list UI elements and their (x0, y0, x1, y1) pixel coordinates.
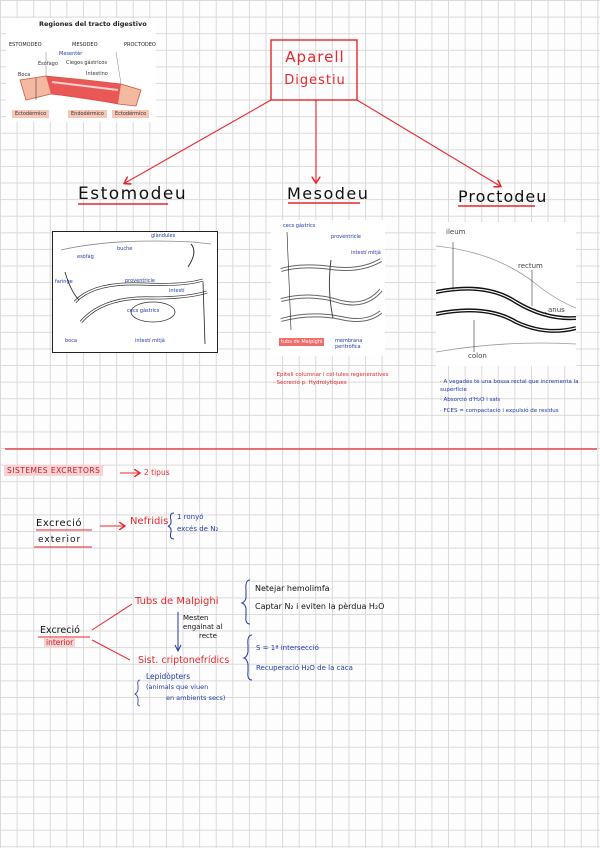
proctodeu-label-ileum: ileum (446, 228, 465, 236)
thumb-tag-3: Ectodérmico (112, 110, 149, 118)
root-line2: Digestiu (278, 69, 352, 93)
lepidopters-title: Lepidòpters (146, 671, 225, 682)
mesodeu-note-2: · Secreció p. Hydrolytiques (273, 379, 423, 387)
mesodeu-label-proventricle: proventricle (331, 234, 361, 240)
arrow-proctodeu (357, 100, 500, 186)
interior-label-1: Excreció (40, 625, 80, 636)
root-line1: Aparell (278, 45, 352, 69)
interior-item-criptonefridics: Sist. criptonefrídics (138, 655, 229, 666)
proctodeu-note-1: · A vegades té una bossa rectal que incr… (440, 379, 580, 394)
interior-label-2: interior (44, 638, 75, 647)
interior-middle-note: Mesten engalnat al recte (183, 614, 222, 641)
proctodeu-label-anus: anus (548, 306, 565, 314)
estomodeu-label-buche: buche (117, 246, 132, 252)
estomodeu-drawing (53, 232, 217, 352)
estomodeu-label-boca: boca (65, 338, 77, 344)
malpighi-notes: Netejar hemolimfa Captar N₂ i eviten la … (255, 580, 384, 616)
cripto-note-2: Recuperació H₂O de la caca (256, 658, 353, 678)
mesodeu-figure: cecs gàstrics proventricle intestí mitjà… (271, 220, 385, 356)
cripto-note-1: S = 1ª intersecció (256, 638, 353, 658)
branch-title-mesodeu: Mesodeu (287, 184, 369, 203)
mesodeu-notes: · Epiteli columnar i cèl·lules regenerat… (273, 371, 423, 387)
criptonefridics-notes: S = 1ª intersecció Recuperació H₂O de la… (256, 638, 353, 678)
mesodeu-drawing (271, 220, 385, 356)
estomodeu-label-esofag: esòfag (77, 254, 94, 260)
estomodeu-label-intesti: intestí (169, 288, 185, 294)
proctodeu-note-3: · FCES = compactació i expulsió de resid… (440, 408, 580, 416)
lepidopters-note: Lepidòpters (animals que viuen en ambien… (146, 671, 225, 704)
estomodeu-figure: glàndules esòfag buche faringe proventri… (52, 231, 218, 353)
branch-title-estomodeu: Estomodeu (78, 184, 187, 204)
exterior-notes: 1 ronyó excés de N₂ (177, 511, 218, 535)
section-tag: SISTEMES EXCRETORS (4, 465, 103, 476)
branch-to-malpighi (92, 604, 132, 630)
brace-nefridis (168, 513, 174, 539)
estomodeu-label-proventricle: proventricle (125, 278, 155, 284)
lepidopters-line-3: en ambients secs) (146, 693, 225, 704)
exterior-label-1: Excreció (36, 518, 82, 529)
mesodeu-label-malpighi: tubs de Malpighi (279, 338, 324, 346)
thumb-tag-2: Endodérmico (68, 110, 107, 118)
thumb-tract-drawing (6, 18, 156, 122)
brace-lepidopters (135, 680, 140, 706)
exterior-note-1: 1 ronyó (177, 511, 218, 523)
mesodeu-label-cecs: cecs gàstrics (283, 223, 383, 229)
proctodeu-label-rectum: rectum (518, 262, 543, 270)
interior-item-malpighi: Tubs de Malpighi (135, 596, 218, 607)
malpighi-note-1: Netejar hemolimfa (255, 580, 384, 598)
mesodeu-note-1: · Epiteli columnar i cèl·lules regenerat… (273, 371, 423, 379)
root-node: Aparell Digestiu (278, 45, 352, 93)
exterior-note-2: excés de N₂ (177, 523, 218, 535)
brace-criptonefridics (244, 635, 252, 680)
brace-malpighi (242, 580, 250, 624)
exterior-item-nefridis: Nefridis (130, 516, 168, 527)
exterior-label-2: exterior (38, 535, 81, 545)
mesodeu-label-intesti: intestí mitjà (351, 250, 381, 256)
malpighi-note-2: Captar N₂ i eviten la pèrdua H₂O (255, 598, 384, 616)
estomodeu-label-intesti-mitja: intestí mitjà (135, 338, 165, 344)
digestive-regions-figure: Regiones del tracto digestivo ESTOMODEO … (6, 18, 156, 122)
branch-to-criptonefridics (92, 640, 130, 660)
middle-note-3: recte (183, 632, 222, 641)
middle-note-2: engalnat al (183, 623, 222, 632)
proctodeu-note-2: · Absorció d'H₂O i sals (440, 397, 580, 405)
section-tag-note: 2 tipus (144, 468, 170, 477)
proctodeu-drawing (436, 222, 576, 366)
middle-note-1: Mesten (183, 614, 222, 623)
estomodeu-label-faringe: faringe (55, 279, 73, 285)
estomodeu-label-cecs: cecs gàstrics (127, 308, 159, 314)
estomodeu-label-glandules: glàndules (151, 233, 175, 239)
proctodeu-figure: ileum rectum anus colon (436, 222, 576, 366)
mesodeu-label-membrana: membrana peritròfica (335, 338, 383, 350)
proctodeu-notes: · A vegades té una bossa rectal que incr… (440, 379, 580, 415)
thumb-tag-1: Ectodérmico (12, 110, 49, 118)
branch-title-proctodeu: Proctodeu (458, 187, 547, 206)
proctodeu-label-colon: colon (468, 352, 487, 360)
lepidopters-line-2: (animals que viuen (146, 682, 225, 693)
